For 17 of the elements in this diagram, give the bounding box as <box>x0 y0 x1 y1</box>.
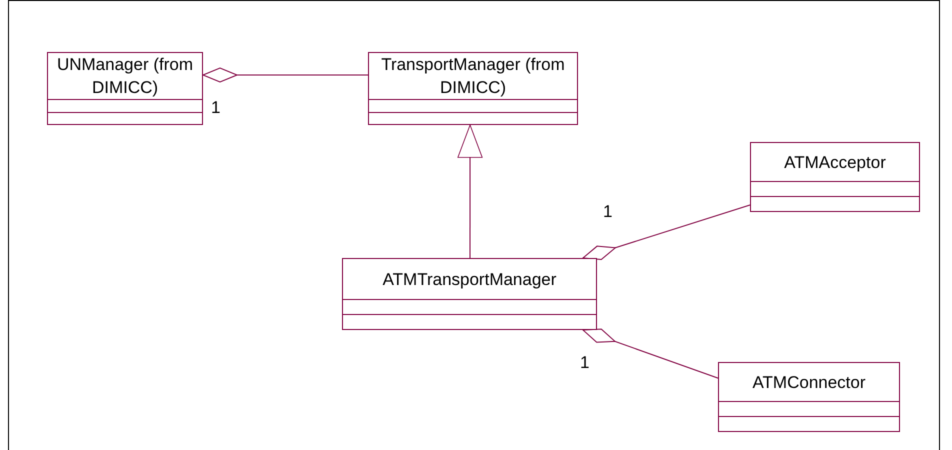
class-name: ATMTransportManager <box>382 268 556 290</box>
class-name: TransportManager (from DIMICC) <box>380 54 566 99</box>
class-box <box>750 142 920 212</box>
class-box <box>47 52 203 125</box>
multiplicity-label: 1 <box>580 354 590 372</box>
aggregation-line <box>582 328 718 379</box>
class-name: UNManager (from DIMICC) <box>56 54 194 99</box>
class-box <box>368 52 578 125</box>
class-box <box>718 362 900 432</box>
aggregation-line <box>202 68 368 82</box>
aggregation-line <box>582 204 750 260</box>
class-name: ATMConnector <box>752 372 866 394</box>
multiplicity-label: 1 <box>211 98 220 117</box>
multiplicity-label: 1 <box>602 203 612 221</box>
class-name: ATMAcceptor <box>784 152 886 174</box>
generalization-arrow <box>458 124 483 258</box>
class-box <box>342 258 597 330</box>
